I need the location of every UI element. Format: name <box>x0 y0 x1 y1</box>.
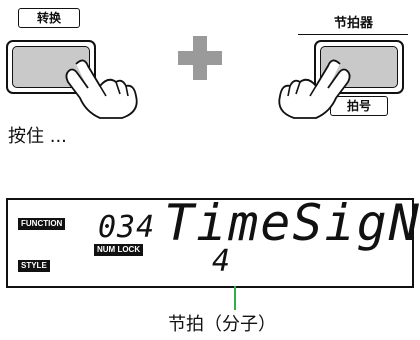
lcd-number: 034 <box>98 210 156 245</box>
convert-label-text: 转换 <box>36 11 61 25</box>
metronome-label: 节拍器 <box>334 16 374 31</box>
instruction-text: 按住 ... <box>8 126 67 147</box>
function-tag: FUNCTION <box>18 218 66 230</box>
lcd-parameter-name: TimeSigN <box>164 194 420 252</box>
numlock-tag: NUM LOCK <box>94 244 144 256</box>
convert-button-label: 转换 <box>18 8 80 28</box>
style-tag: STYLE <box>18 260 50 272</box>
caption-text: 节拍（分子） <box>168 314 276 335</box>
lcd-display: FUNCTION STYLE NUM LOCK 034 TimeSigN 4 <box>6 194 419 288</box>
plus-icon <box>178 36 222 80</box>
metronome-label-rule <box>298 34 408 35</box>
pointer-line <box>234 286 236 310</box>
pointing-hand-icon <box>278 59 351 119</box>
pointing-hand-icon <box>65 59 138 119</box>
lcd-value: 4 <box>212 244 231 279</box>
time-signature-label-text: 拍号 <box>346 99 371 113</box>
